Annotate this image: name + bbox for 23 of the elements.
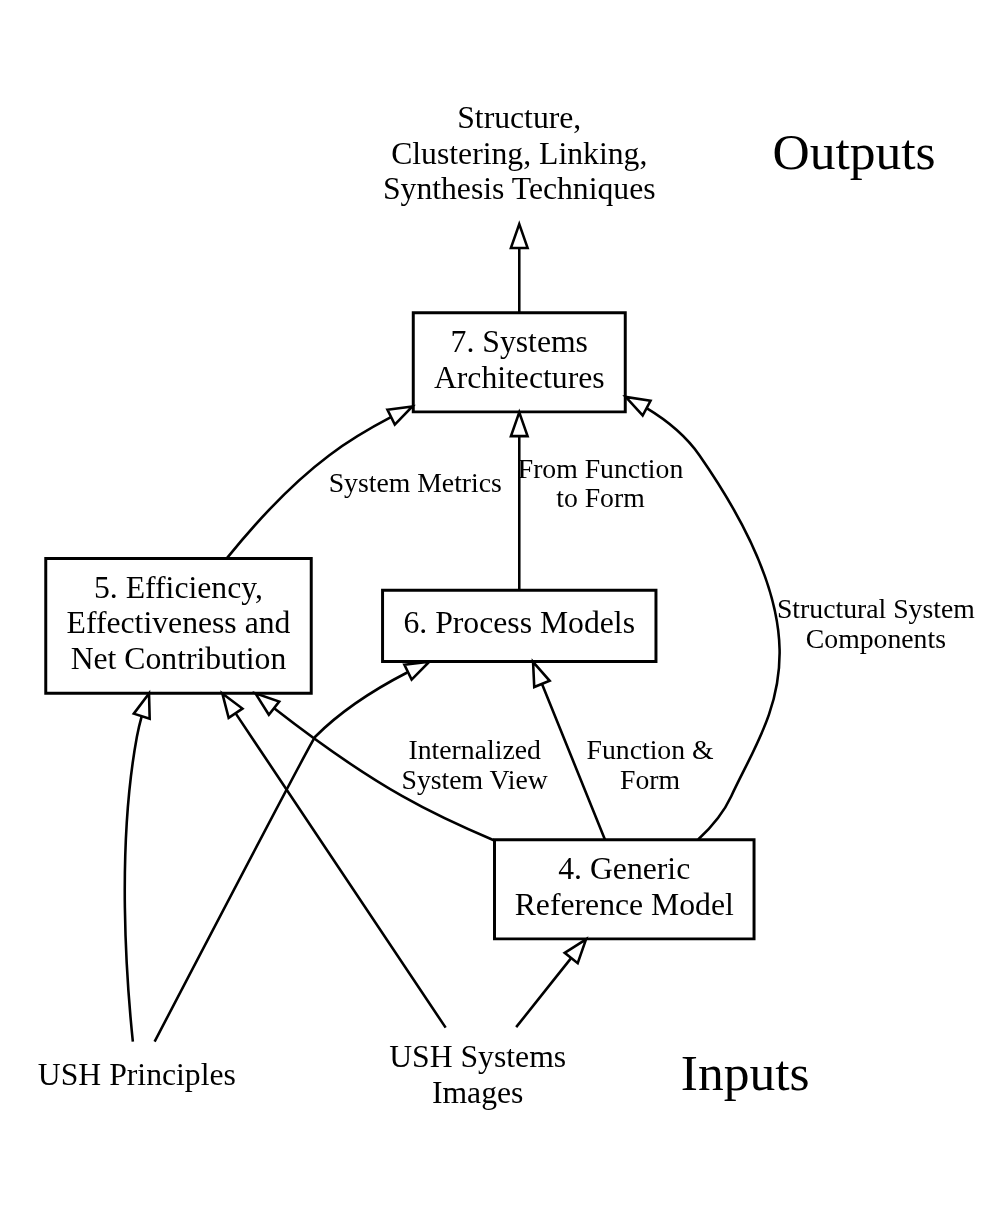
arrow bbox=[509, 408, 530, 590]
label: Outputs bbox=[772, 122, 936, 180]
arrow bbox=[220, 690, 447, 1029]
node-box: 6. Process Models bbox=[381, 588, 658, 663]
arrow bbox=[622, 395, 781, 841]
arrow bbox=[531, 658, 607, 841]
node-text: Structure, Clustering, Linking, Synthesis Techniques bbox=[382, 100, 656, 207]
edge-label: System Metrics bbox=[328, 467, 502, 499]
edge-label: Structural System Components bbox=[776, 593, 975, 655]
label: Inputs bbox=[680, 1044, 810, 1102]
arrow bbox=[252, 690, 495, 842]
arrow bbox=[225, 404, 416, 559]
edge-label: Internalized System View bbox=[401, 733, 548, 795]
node-box: 7. Systems Architectures bbox=[411, 311, 627, 414]
arrow bbox=[123, 689, 151, 1042]
node-text: USH Principles bbox=[37, 1057, 236, 1093]
arrow bbox=[515, 936, 589, 1028]
node-box: 4. Generic Reference Model bbox=[493, 838, 756, 941]
edge-label: Function & Form bbox=[586, 733, 714, 795]
edge-label: From Function to Form bbox=[517, 452, 684, 514]
node-text: USH Systems Images bbox=[389, 1039, 567, 1110]
node-box: 5. Efficiency, Effectiveness and Net Contribution bbox=[44, 557, 313, 695]
arrow bbox=[509, 220, 530, 313]
